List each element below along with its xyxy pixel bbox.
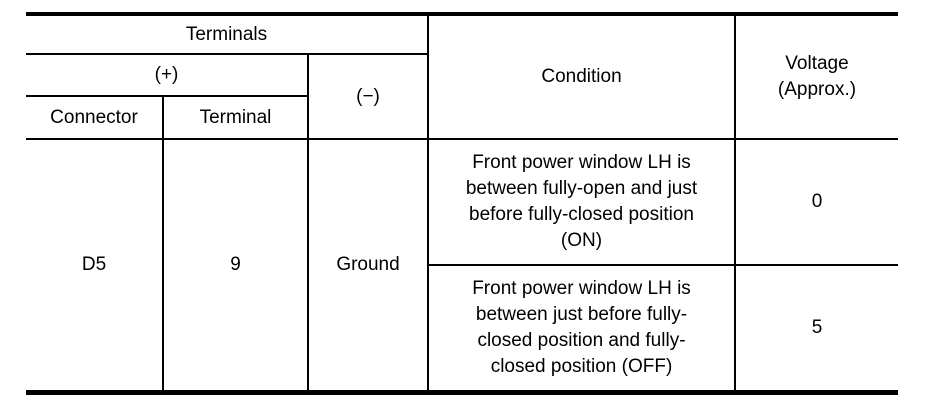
cell-condition-1: Front power window LH is between fully-o… xyxy=(427,138,736,266)
header-plus: (+) xyxy=(26,53,309,97)
cell-voltage-2: 5 xyxy=(734,264,898,393)
cell-terminal-value: 9 xyxy=(162,138,309,393)
header-terminals: Terminals xyxy=(26,13,429,55)
table-row: D5 9 Ground Front power window LH is bet… xyxy=(26,138,898,393)
cell-voltage-1: 0 xyxy=(734,138,898,266)
table-row: Front power window LH is between just be… xyxy=(26,264,898,393)
header-voltage-approx: Voltage (Approx.) xyxy=(734,13,898,140)
header-minus: (−) xyxy=(307,53,429,140)
header-connector: Connector xyxy=(26,95,164,140)
cell-minus-value: Ground xyxy=(307,138,429,393)
header-terminal: Terminal xyxy=(162,95,309,140)
header-condition: Condition xyxy=(427,13,736,140)
cell-connector-value: D5 xyxy=(26,138,164,393)
terminal-voltage-spec-table: Terminals Condition Voltage (Approx.) (+… xyxy=(26,12,898,395)
cell-condition-2: Front power window LH is between just be… xyxy=(427,264,736,393)
